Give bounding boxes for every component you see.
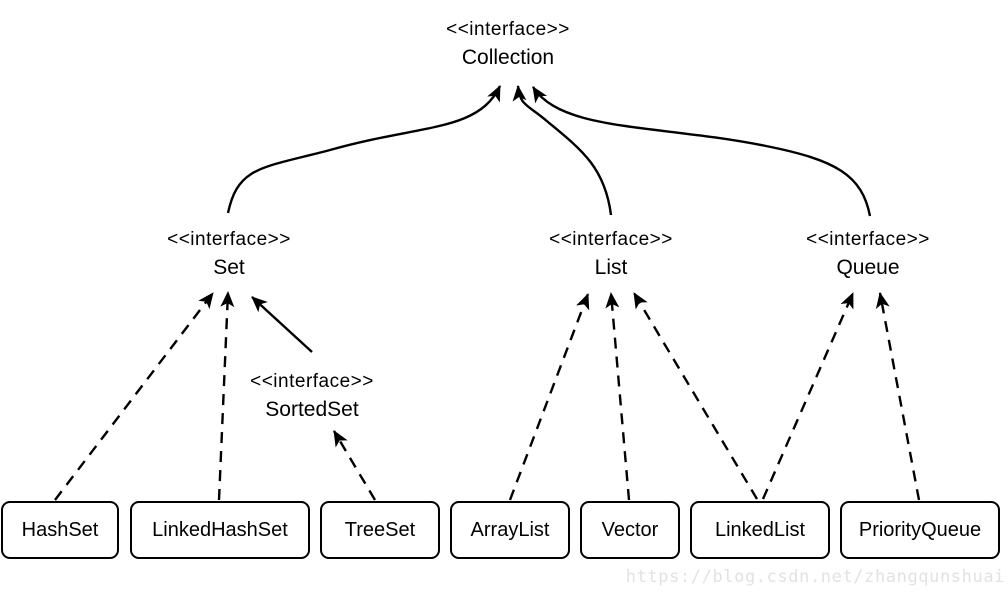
- stereotype-label: <<interface>>: [250, 371, 374, 392]
- class-box-linkedlist: LinkedList: [690, 501, 830, 559]
- interface-name-list: List: [594, 256, 628, 279]
- edge-arraylist-to-list: [508, 293, 590, 501]
- edge-list-to-collection: [512, 85, 613, 216]
- edge-priorityqueue-to-queue: [875, 292, 921, 501]
- edge-treeset-to-sortedset: [332, 430, 377, 501]
- interface-node-queue: <<interface>> Queue: [806, 226, 930, 282]
- interface-node-list: <<interface>> List: [549, 226, 673, 282]
- class-name-hashset: HashSet: [21, 518, 99, 541]
- edge-linkedlist-to-list: [632, 292, 759, 500]
- interface-name-collection: Collection: [461, 46, 555, 69]
- interface-name-sortedset: SortedSet: [265, 398, 359, 421]
- edge-linkedlist-to-queue: [761, 292, 855, 500]
- edge-set-to-collection: [226, 85, 502, 214]
- stereotype-label: <<interface>>: [167, 229, 291, 250]
- class-name-priorityqueue: PriorityQueue: [858, 518, 982, 541]
- interface-name-set: Set: [213, 256, 245, 279]
- class-box-arraylist: ArrayList: [450, 501, 570, 559]
- stereotype-label: <<interface>>: [549, 229, 673, 250]
- class-name-linkedhashset: LinkedHashSet: [152, 518, 288, 541]
- class-box-hashset: HashSet: [1, 501, 119, 559]
- edge-vector-to-list: [605, 292, 631, 501]
- edge-sortedset-to-set: [251, 296, 313, 353]
- class-box-vector: Vector: [580, 501, 680, 559]
- interface-node-set: <<interface>> Set: [167, 226, 291, 282]
- edge-queue-to-collection: [531, 86, 872, 217]
- interface-node-collection: <<interface>> Collection: [446, 16, 570, 72]
- class-name-vector: Vector: [601, 518, 659, 541]
- edge-linkedhashset-to-set: [217, 291, 235, 501]
- edge-hashset-to-set: [54, 292, 214, 501]
- interface-name-queue: Queue: [836, 256, 900, 279]
- class-name-linkedlist: LinkedList: [714, 518, 806, 541]
- interface-node-sortedset: <<interface>> SortedSet: [250, 368, 374, 424]
- stereotype-label: <<interface>>: [806, 229, 930, 250]
- stereotype-label: <<interface>>: [446, 19, 570, 40]
- watermark-text: https://blog.csdn.net/zhangqunshuai: [625, 567, 1005, 587]
- class-box-linkedhashset: LinkedHashSet: [130, 501, 310, 559]
- class-name-arraylist: ArrayList: [470, 518, 550, 541]
- class-box-priorityqueue: PriorityQueue: [840, 501, 1000, 559]
- class-name-treeset: TreeSet: [344, 518, 416, 541]
- class-box-treeset: TreeSet: [320, 501, 440, 559]
